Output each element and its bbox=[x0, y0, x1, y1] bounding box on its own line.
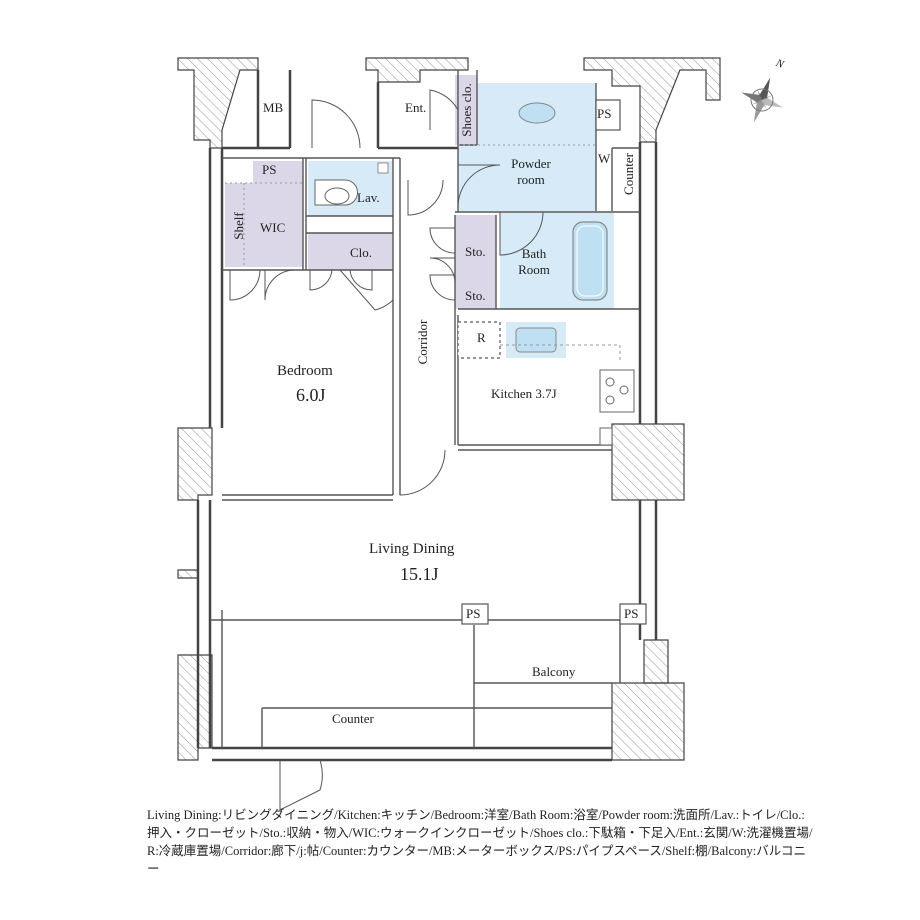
entrance-label: Ent. bbox=[405, 100, 427, 115]
dashed-details bbox=[225, 144, 596, 267]
washbasin bbox=[518, 102, 556, 124]
washing-machine-label: W bbox=[598, 151, 611, 166]
ps-boxes bbox=[457, 99, 647, 625]
clo-label: Clo. bbox=[350, 245, 373, 260]
wic-label: WIC bbox=[260, 220, 286, 235]
wic-area bbox=[225, 183, 303, 267]
storage-2-label: Sto. bbox=[465, 288, 486, 303]
structural-walls bbox=[177, 57, 721, 761]
fixtures bbox=[314, 102, 635, 446]
mb-label: MB bbox=[263, 100, 284, 115]
storage-1-label: Sto. bbox=[465, 244, 486, 259]
bath-room-label-line1: Bath bbox=[521, 246, 547, 261]
corridor-label: Corridor bbox=[415, 319, 430, 365]
kitchen-label: Kitchen 3.7J bbox=[491, 386, 557, 401]
outer-walls bbox=[196, 70, 658, 762]
balcony-label: Balcony bbox=[532, 664, 576, 679]
legend-text: Living Dining:リビングダイニング/Kitchen:キッチン/Bed… bbox=[147, 808, 813, 876]
living-dining-label: Living Dining bbox=[369, 541, 455, 557]
sto-area bbox=[455, 215, 496, 309]
clo-area bbox=[308, 233, 393, 270]
living-dining-size: 15.1J bbox=[400, 564, 439, 584]
bedroom-size: 6.0J bbox=[296, 385, 326, 405]
shoes-closet-label: Shoes clo. bbox=[459, 83, 474, 137]
cooktop bbox=[599, 369, 635, 413]
bedroom-label: Bedroom bbox=[277, 363, 333, 379]
counter-right-label: Counter bbox=[621, 153, 636, 195]
ps-left-area bbox=[253, 161, 303, 183]
doors bbox=[229, 89, 544, 811]
shelf-label: Shelf bbox=[231, 212, 246, 240]
ps-left-label: PS bbox=[262, 162, 277, 177]
bath-room-label: Bath Room bbox=[512, 246, 556, 278]
compass-rose bbox=[741, 77, 783, 123]
powder-room-label-line1: Powder bbox=[511, 156, 551, 171]
counter-bottom-label: Counter bbox=[332, 711, 374, 726]
powder-room-label-line2: room bbox=[517, 172, 545, 187]
kitchen-sink bbox=[515, 327, 557, 353]
ps-mid-label: PS bbox=[466, 606, 481, 621]
ps-top-label: PS bbox=[597, 106, 612, 121]
refrigerator-label: R bbox=[477, 330, 486, 345]
bathtub bbox=[572, 221, 608, 301]
shoes-closet-area bbox=[455, 75, 477, 145]
lav-label: Lav. bbox=[357, 190, 380, 205]
interior-walls bbox=[210, 70, 640, 748]
powder-room-area bbox=[458, 83, 596, 211]
powder-room-label: Powder room bbox=[505, 156, 557, 188]
bath-room-label-line2: Room bbox=[518, 262, 550, 277]
ps-right-label: PS bbox=[624, 606, 639, 621]
